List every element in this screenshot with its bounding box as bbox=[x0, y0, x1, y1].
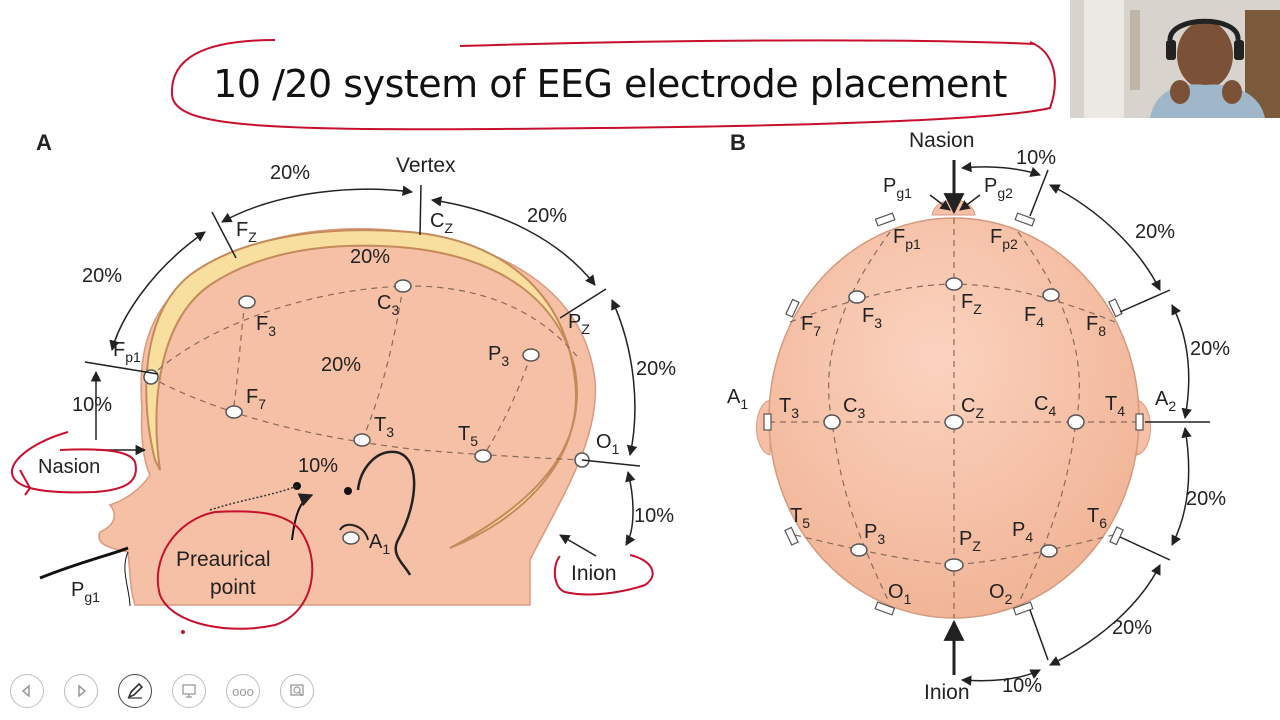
zoom-slide-button[interactable] bbox=[280, 674, 314, 708]
more-label: ooo bbox=[232, 683, 254, 699]
pct-20-2: 20% bbox=[1190, 338, 1230, 360]
inion-ink-circle bbox=[553, 554, 654, 596]
label-fz: FZ bbox=[236, 219, 257, 245]
slideshow-toolbar: ooo bbox=[10, 674, 314, 710]
pct-10-top: 10% bbox=[1016, 147, 1056, 169]
pct-right: 20% bbox=[636, 358, 676, 380]
panel-b-top-view: B bbox=[727, 129, 1230, 704]
pct-inner-mid: 20% bbox=[321, 354, 361, 376]
preauricular-label-1: Preaurical bbox=[176, 548, 271, 571]
preauricular-point-dot bbox=[293, 482, 301, 490]
pen-icon bbox=[127, 682, 144, 699]
previous-slide-button[interactable] bbox=[10, 674, 44, 708]
title-ink-top bbox=[459, 39, 1036, 47]
slide-title: 10 /20 system of EEG electrode placement bbox=[213, 62, 1007, 106]
side-electrodes bbox=[143, 279, 590, 545]
label-o1: O1 bbox=[596, 431, 620, 457]
label-a1-top: A1 bbox=[727, 386, 748, 412]
arrow-left-icon bbox=[21, 684, 30, 698]
arrow-right-icon bbox=[78, 684, 87, 698]
preauricular-pointer bbox=[209, 485, 298, 511]
pct-ear: 10% bbox=[298, 455, 338, 477]
presenter-webcam bbox=[1070, 0, 1280, 118]
pct-10-right: 10% bbox=[634, 505, 674, 527]
inion-label-side: Inion bbox=[571, 562, 617, 585]
panel-a-side-view: A bbox=[36, 130, 676, 607]
nasion-label-top: Nasion bbox=[909, 129, 974, 152]
nasion-ink-circle bbox=[10, 431, 137, 494]
more-options-button[interactable]: ooo bbox=[226, 674, 260, 708]
ear-lobe bbox=[339, 523, 369, 541]
label-a2-top: A2 bbox=[1155, 388, 1176, 414]
chin-line bbox=[124, 551, 131, 607]
preauricular-label-2: point bbox=[210, 576, 256, 599]
label-fp1: Fp1 bbox=[113, 339, 141, 365]
title-ink-circle bbox=[170, 39, 1056, 131]
pct-inner-top: 20% bbox=[350, 246, 390, 268]
preauricular-ink-circle bbox=[156, 510, 314, 630]
nasion-label-side: Nasion bbox=[38, 456, 100, 478]
pct-top-left: 20% bbox=[270, 162, 310, 184]
next-slide-button[interactable] bbox=[64, 674, 98, 708]
top-electrodes bbox=[823, 277, 1085, 572]
pct-top-right: 20% bbox=[527, 205, 567, 227]
top-measurement-arrows bbox=[929, 160, 1210, 686]
pct-20-3: 20% bbox=[1186, 488, 1226, 510]
ink-annotations bbox=[10, 39, 1056, 634]
ear-outline bbox=[356, 450, 416, 576]
nasion-ink-tick bbox=[19, 469, 32, 496]
slides-grid-icon bbox=[182, 684, 196, 698]
zoom-icon bbox=[290, 684, 304, 697]
pen-tool-button[interactable] bbox=[118, 674, 152, 708]
label-pg2-top: Pg2 bbox=[984, 175, 1013, 201]
label-cz: CZ bbox=[430, 210, 453, 236]
ink-dot bbox=[181, 630, 185, 634]
measurement-ticks bbox=[84, 184, 641, 467]
vertex-label: Vertex bbox=[396, 154, 456, 177]
pct-20-4: 20% bbox=[1112, 617, 1152, 639]
edge-electrodes bbox=[763, 212, 1144, 616]
pct-10-left: 10% bbox=[72, 394, 112, 416]
skull-band bbox=[145, 229, 579, 549]
panel-b-label: B bbox=[730, 130, 746, 155]
preauricular-point-dot-2 bbox=[344, 487, 352, 495]
label-pg1-top: Pg1 bbox=[883, 175, 912, 201]
jaw-line bbox=[39, 546, 129, 580]
measurement-arrows bbox=[90, 185, 638, 557]
label-pg1: Pg1 bbox=[71, 579, 100, 605]
preauricular-arrow bbox=[291, 493, 314, 541]
pct-10-bottom: 10% bbox=[1002, 675, 1042, 697]
pct-left: 20% bbox=[82, 265, 122, 287]
see-all-slides-button[interactable] bbox=[172, 674, 206, 708]
panel-a-label: A bbox=[36, 130, 52, 155]
pct-20-1: 20% bbox=[1135, 221, 1175, 243]
presenter-video-icon bbox=[1070, 0, 1280, 118]
inion-label-top: Inion bbox=[924, 681, 970, 704]
